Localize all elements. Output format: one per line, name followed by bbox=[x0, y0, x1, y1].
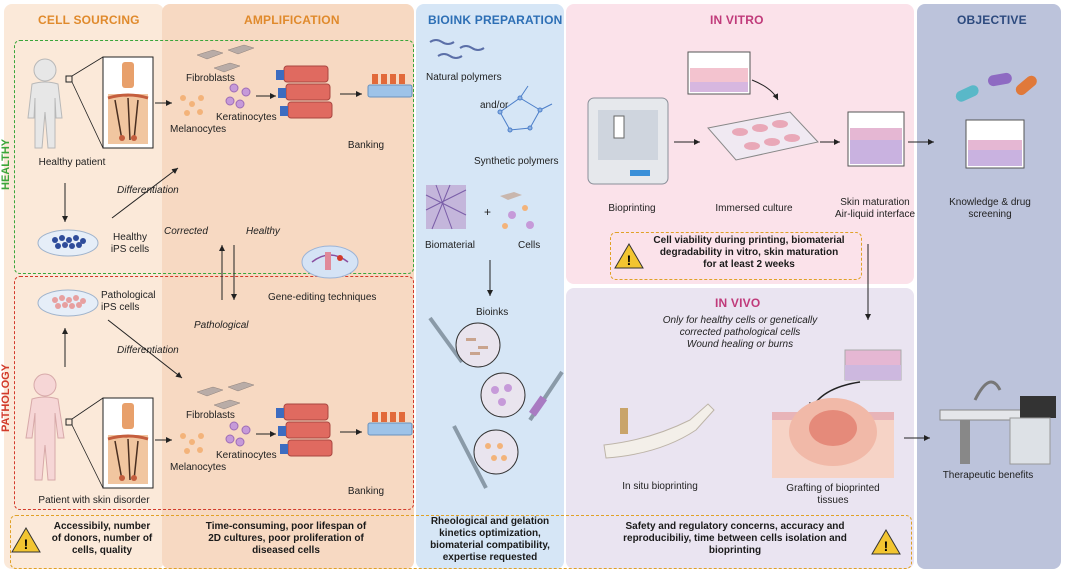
label-therapeutic: Therapeutic benefits bbox=[942, 470, 1034, 481]
label-bioprinting: Bioprinting bbox=[608, 203, 656, 214]
label-andor: and/or bbox=[480, 100, 509, 111]
label-keratinocytes-bottom: Keratinocytes bbox=[216, 450, 277, 461]
transwell-icon bbox=[687, 51, 751, 95]
title-cell-sourcing: CELL SOURCING bbox=[38, 13, 140, 27]
label-pathological-ips: Pathological iPS cells bbox=[101, 290, 156, 313]
bioink-warning-text: Rheological and gelation kinetics optimi… bbox=[430, 516, 550, 563]
label-plus: + bbox=[484, 205, 492, 219]
fibroblast-cells-icon bbox=[196, 381, 255, 410]
bioprinter-icon bbox=[587, 97, 669, 185]
title-in-vivo: IN VIVO bbox=[715, 296, 761, 310]
petri-dish-icon bbox=[37, 229, 99, 257]
label-fibroblasts-bottom: Fibroblasts bbox=[186, 410, 235, 421]
warning-icon: ! bbox=[871, 529, 901, 555]
label-natural-polymers: Natural polymers bbox=[426, 72, 502, 83]
label-differentiation-top: Differentiation bbox=[117, 185, 179, 196]
biomaterial-icon bbox=[425, 184, 467, 230]
label-differentiation-bottom: Differentiation bbox=[117, 345, 179, 356]
sourcing-warning-text: Accessibily, number of donors, number of… bbox=[51, 521, 153, 556]
label-pathological: Pathological bbox=[194, 320, 249, 331]
amplification-warning-text: Time-consuming, poor lifespan of 2D cult… bbox=[205, 521, 367, 556]
skin-section-icon bbox=[102, 56, 154, 149]
skin-section-icon bbox=[102, 397, 154, 489]
title-in-vitro: IN VITRO bbox=[710, 13, 764, 27]
wound-skin-icon bbox=[772, 398, 894, 478]
label-corrected: Corrected bbox=[164, 226, 208, 237]
well-plate-icon bbox=[707, 111, 819, 161]
keratinocyte-cells-icon bbox=[225, 421, 251, 447]
label-in-situ: In situ bioprinting bbox=[622, 481, 698, 492]
in-vitro-warning-box bbox=[610, 232, 862, 280]
label-biomaterial: Biomaterial bbox=[425, 240, 476, 251]
hospital-bed-icon bbox=[939, 380, 1056, 465]
label-healthy-arrow: Healthy bbox=[246, 226, 280, 237]
title-amplification: AMPLIFICATION bbox=[244, 13, 340, 27]
warning-icon: ! bbox=[614, 243, 644, 269]
label-healthy-ips: Healthy iPS cells bbox=[110, 232, 150, 255]
transwell-icon bbox=[965, 119, 1025, 169]
invivo-warning-text: Safety and regulatory concerns, accuracy… bbox=[623, 521, 847, 556]
svg-text:!: ! bbox=[884, 538, 889, 554]
label-immersed-culture: Immersed culture bbox=[715, 203, 793, 214]
skin-graft-icon bbox=[844, 349, 902, 381]
label-grafting: Grafting of bioprinted tissues bbox=[786, 483, 880, 506]
label-patient-disorder: Patient with skin disorder bbox=[38, 495, 150, 506]
label-invivo-note: Only for healthy cells or genetically co… bbox=[662, 315, 818, 350]
title-objective: OBJECTIVE bbox=[957, 13, 1027, 27]
keratinocyte-cells-icon bbox=[225, 83, 251, 109]
syringe-icon bbox=[480, 370, 564, 422]
title-bioink: BIOINK PREPARATION bbox=[428, 13, 563, 27]
synthetic-polymer-icon bbox=[497, 85, 553, 133]
label-bioinks: Bioinks bbox=[476, 307, 509, 318]
plasmid-icon bbox=[301, 245, 359, 279]
human-figure-icon bbox=[25, 373, 65, 481]
human-figure-icon bbox=[27, 58, 63, 149]
pill-icon bbox=[955, 72, 1037, 102]
warning-icon: ! bbox=[11, 527, 41, 553]
transwell-icon bbox=[847, 111, 905, 167]
label-synthetic-polymers: Synthetic polymers bbox=[474, 156, 559, 167]
melanocyte-cells-icon bbox=[180, 433, 204, 454]
label-fibroblasts-top: Fibroblasts bbox=[186, 73, 235, 84]
tube-rack-icon bbox=[367, 74, 413, 98]
in-vitro-warning-text: Cell viability during printing, biomater… bbox=[653, 235, 845, 270]
label-healthy-patient: Healthy patient bbox=[38, 157, 106, 168]
label-melanocytes-bottom: Melanocytes bbox=[170, 462, 227, 473]
syringe-icon bbox=[428, 316, 501, 368]
healthy-group-box bbox=[14, 40, 414, 274]
tube-rack-icon bbox=[367, 412, 413, 436]
culture-flask-icon bbox=[276, 403, 333, 457]
culture-flask-icon bbox=[276, 65, 333, 119]
in-situ-arm-icon bbox=[603, 403, 715, 459]
label-keratinocytes-top: Keratinocytes bbox=[216, 112, 277, 123]
label-cells: Cells bbox=[518, 240, 541, 251]
label-knowledge: Knowledge & drug screening bbox=[949, 197, 1031, 220]
svg-text:!: ! bbox=[627, 252, 632, 268]
label-melanocytes-top: Melanocytes bbox=[170, 124, 227, 135]
svg-text:!: ! bbox=[24, 536, 29, 552]
label-banking-bottom: Banking bbox=[347, 486, 385, 497]
pathology-group-box bbox=[14, 276, 414, 510]
bottom-warning-box bbox=[10, 515, 912, 569]
label-banking-top: Banking bbox=[347, 140, 385, 151]
fibroblast-cells-icon bbox=[196, 44, 255, 73]
cells-icon bbox=[500, 192, 534, 229]
objective-panel bbox=[917, 4, 1061, 569]
petri-dish-icon bbox=[37, 289, 99, 317]
label-skin-maturation: Skin maturation Air-liquid interface bbox=[834, 197, 916, 220]
melanocyte-cells-icon bbox=[180, 95, 204, 116]
natural-polymer-icon bbox=[429, 39, 485, 59]
syringe-icon bbox=[452, 425, 519, 489]
label-gene-editing: Gene-editing techniques bbox=[268, 292, 377, 303]
